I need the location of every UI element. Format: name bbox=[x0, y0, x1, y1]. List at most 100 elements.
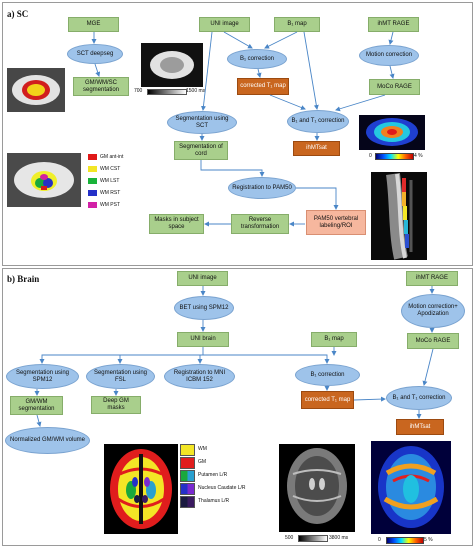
panel-sc-title: a) SC bbox=[7, 9, 29, 19]
sc-ihmt-rage-node: ihMT RAGE bbox=[368, 17, 419, 32]
legend-swatch-wm-rst bbox=[88, 190, 97, 196]
brain-legend-swatch-wm bbox=[180, 444, 195, 456]
edge-gmwm-normalized bbox=[36, 414, 42, 427]
sc-mge-node: MGE bbox=[68, 17, 119, 32]
sc-registration-node: Registration to PAM50 bbox=[228, 177, 296, 199]
brain-ihmt-rage-node: ihMT RAGE bbox=[406, 271, 458, 286]
brain-normalized-node: Normalized GM/WM volume bbox=[5, 427, 90, 454]
brain-legend-swatch-caudate bbox=[180, 483, 195, 495]
legend-swatch-wm-pst bbox=[88, 202, 97, 208]
brain-atlas-graphic bbox=[104, 444, 178, 534]
sc-masks-node: Masks in subject space bbox=[149, 214, 204, 234]
legend-label-wm-pst: WM PST bbox=[100, 202, 120, 208]
brain-corrected-t1-node: corrected T₁ map bbox=[301, 391, 354, 409]
legend-swatch-wm-cst bbox=[88, 166, 97, 172]
legend-label-gm-ant-int: GM ant-int bbox=[100, 154, 124, 160]
brain-gm-wm-seg-node: GM/WM segmentation bbox=[10, 396, 63, 415]
brain-ihmt-scale-max: 5 % bbox=[424, 537, 433, 543]
edge-t1-b1t1 bbox=[269, 94, 306, 110]
brain-b1t1-correction-node: B₁ and T₁ correction bbox=[386, 386, 452, 410]
edge-ihmt-motion bbox=[388, 31, 394, 45]
brain-uni-brain-node: UNI brain bbox=[177, 332, 229, 347]
legend-swatch-wm-lst bbox=[88, 178, 97, 184]
edge-b1corr-t1 bbox=[256, 68, 262, 78]
edge-moco-b1t1 bbox=[335, 94, 386, 112]
brain-moco-rage-node: MoCo RAGE bbox=[407, 333, 459, 349]
ihmt-scale-min: 0 bbox=[369, 153, 372, 159]
edge-bmoco-b1t1 bbox=[422, 348, 434, 386]
legend-label-wm-cst: WM CST bbox=[100, 166, 121, 172]
brain-legend-label-thalamus: Thalamus L/R bbox=[198, 498, 230, 504]
brain-t1-scale-max: 3800 ms bbox=[329, 535, 349, 541]
legend-swatch-gm-ant-int bbox=[88, 154, 97, 160]
sc-tract-atlas-graphic bbox=[7, 153, 81, 207]
sc-gm-wm-sc-seg-node: GM/WM/SC segmentation bbox=[73, 77, 129, 96]
edge-uni-segsct bbox=[200, 31, 213, 111]
sc-seg-sct-node: Segmentation using SCT bbox=[167, 111, 237, 134]
brain-reg-mni-node: Registration to MNI ICBM 152 bbox=[164, 364, 235, 389]
brain-t1-scale-min: 500 bbox=[285, 535, 294, 541]
brain-legend-swatch-thalamus bbox=[180, 496, 195, 508]
sc-sct-deepseg-node: SCT deepseg bbox=[67, 44, 123, 64]
legend-label-wm-lst: WM LST bbox=[100, 178, 120, 184]
t1-scale-min: 700 bbox=[134, 88, 143, 94]
brain-seg-spm-node: Segmentation using SPM12 bbox=[6, 364, 79, 389]
sc-seg-cord-node: Segmentation of cord bbox=[174, 141, 228, 160]
sc-reverse-node: Reverse transformation bbox=[231, 214, 289, 234]
brain-legend-swatch-gm bbox=[180, 457, 195, 469]
sc-pam50-node: PAM50 vertebral labeling/ROI bbox=[306, 210, 366, 235]
brain-ihmtsat-node: ihMTsat bbox=[396, 419, 444, 435]
edge-reg-pam50 bbox=[296, 187, 339, 210]
brain-t1-map-image bbox=[279, 444, 355, 532]
brain-bet-node: BET using SPM12 bbox=[174, 296, 234, 320]
sc-b1-map-node: B₁ map bbox=[274, 17, 320, 32]
t1-scale-max: 1500 ms bbox=[186, 88, 206, 94]
brain-legend-label-gm: GM bbox=[198, 459, 207, 465]
sc-tract-atlas-image bbox=[7, 153, 81, 207]
sc-b1-correction-node: B₁ correction bbox=[227, 49, 287, 69]
edge-t1-b1t1-b bbox=[353, 396, 386, 402]
edge-uni-b1corr bbox=[223, 31, 253, 49]
spine-sagittal-graphic bbox=[371, 172, 427, 260]
edge-unibrain-segspm bbox=[39, 347, 204, 364]
edge-motion-moco bbox=[389, 65, 395, 79]
sc-cord-segmentation-image bbox=[7, 68, 65, 112]
ihmtsat-colorbar bbox=[375, 153, 414, 160]
t1-map-graphic bbox=[141, 43, 203, 87]
brain-t1-map-graphic bbox=[279, 444, 355, 532]
ihmtsat-sc-image bbox=[359, 115, 425, 150]
brain-uni-image-node: UNI image bbox=[177, 271, 228, 286]
brain-legend-label-putamen: Putamen L/R bbox=[198, 472, 228, 478]
sc-ihmtsat-node: ihMTsat bbox=[293, 141, 340, 156]
brain-legend-label-wm: WM bbox=[198, 446, 207, 452]
ihmt-scale-max: 4 % bbox=[414, 153, 423, 159]
brain-legend-swatch-putamen bbox=[180, 470, 195, 482]
edge-segcord-reg bbox=[200, 160, 265, 177]
brain-b1-map-node: B₁ map bbox=[311, 332, 357, 347]
sc-uni-image-node: UNI image bbox=[199, 17, 250, 32]
sc-motion-correction-node: Motion correction bbox=[359, 45, 419, 66]
edge-b1map-b1corr bbox=[264, 31, 298, 49]
brain-seg-fsl-node: Segmentation using FSL bbox=[86, 364, 155, 389]
sc-cord-segmentation-graphic bbox=[7, 68, 65, 112]
t1-colorbar bbox=[147, 89, 187, 95]
brain-legend-label-caudate: Nucleus Caudate L/R bbox=[198, 485, 246, 491]
sc-moco-rage-node: MoCo RAGE bbox=[369, 79, 420, 95]
edge-b1map-b1t1 bbox=[303, 31, 319, 110]
panel-brain-title: b) Brain bbox=[7, 274, 40, 284]
brain-ihmt-scale-min: 0 bbox=[378, 537, 381, 543]
t1-map-image bbox=[141, 43, 203, 87]
edge-unibrain-b1corr bbox=[203, 354, 330, 364]
brain-deep-gm-node: Deep GM masks bbox=[91, 396, 141, 414]
sc-corrected-t1-node: corrected T₁ map bbox=[237, 78, 289, 95]
spine-sagittal-image bbox=[371, 172, 427, 260]
legend-label-wm-rst: WM RST bbox=[100, 190, 121, 196]
brain-motion-apodization-node: Motion correction+ Apodization bbox=[401, 294, 465, 328]
sc-b1t1-correction-node: B₁ and T₁ correction bbox=[287, 110, 349, 133]
brain-t1-colorbar bbox=[298, 535, 328, 542]
brain-ihmtsat-graphic bbox=[371, 441, 451, 534]
brain-ihmtsat-image bbox=[371, 441, 451, 534]
brain-ihmtsat-colorbar bbox=[386, 537, 424, 544]
